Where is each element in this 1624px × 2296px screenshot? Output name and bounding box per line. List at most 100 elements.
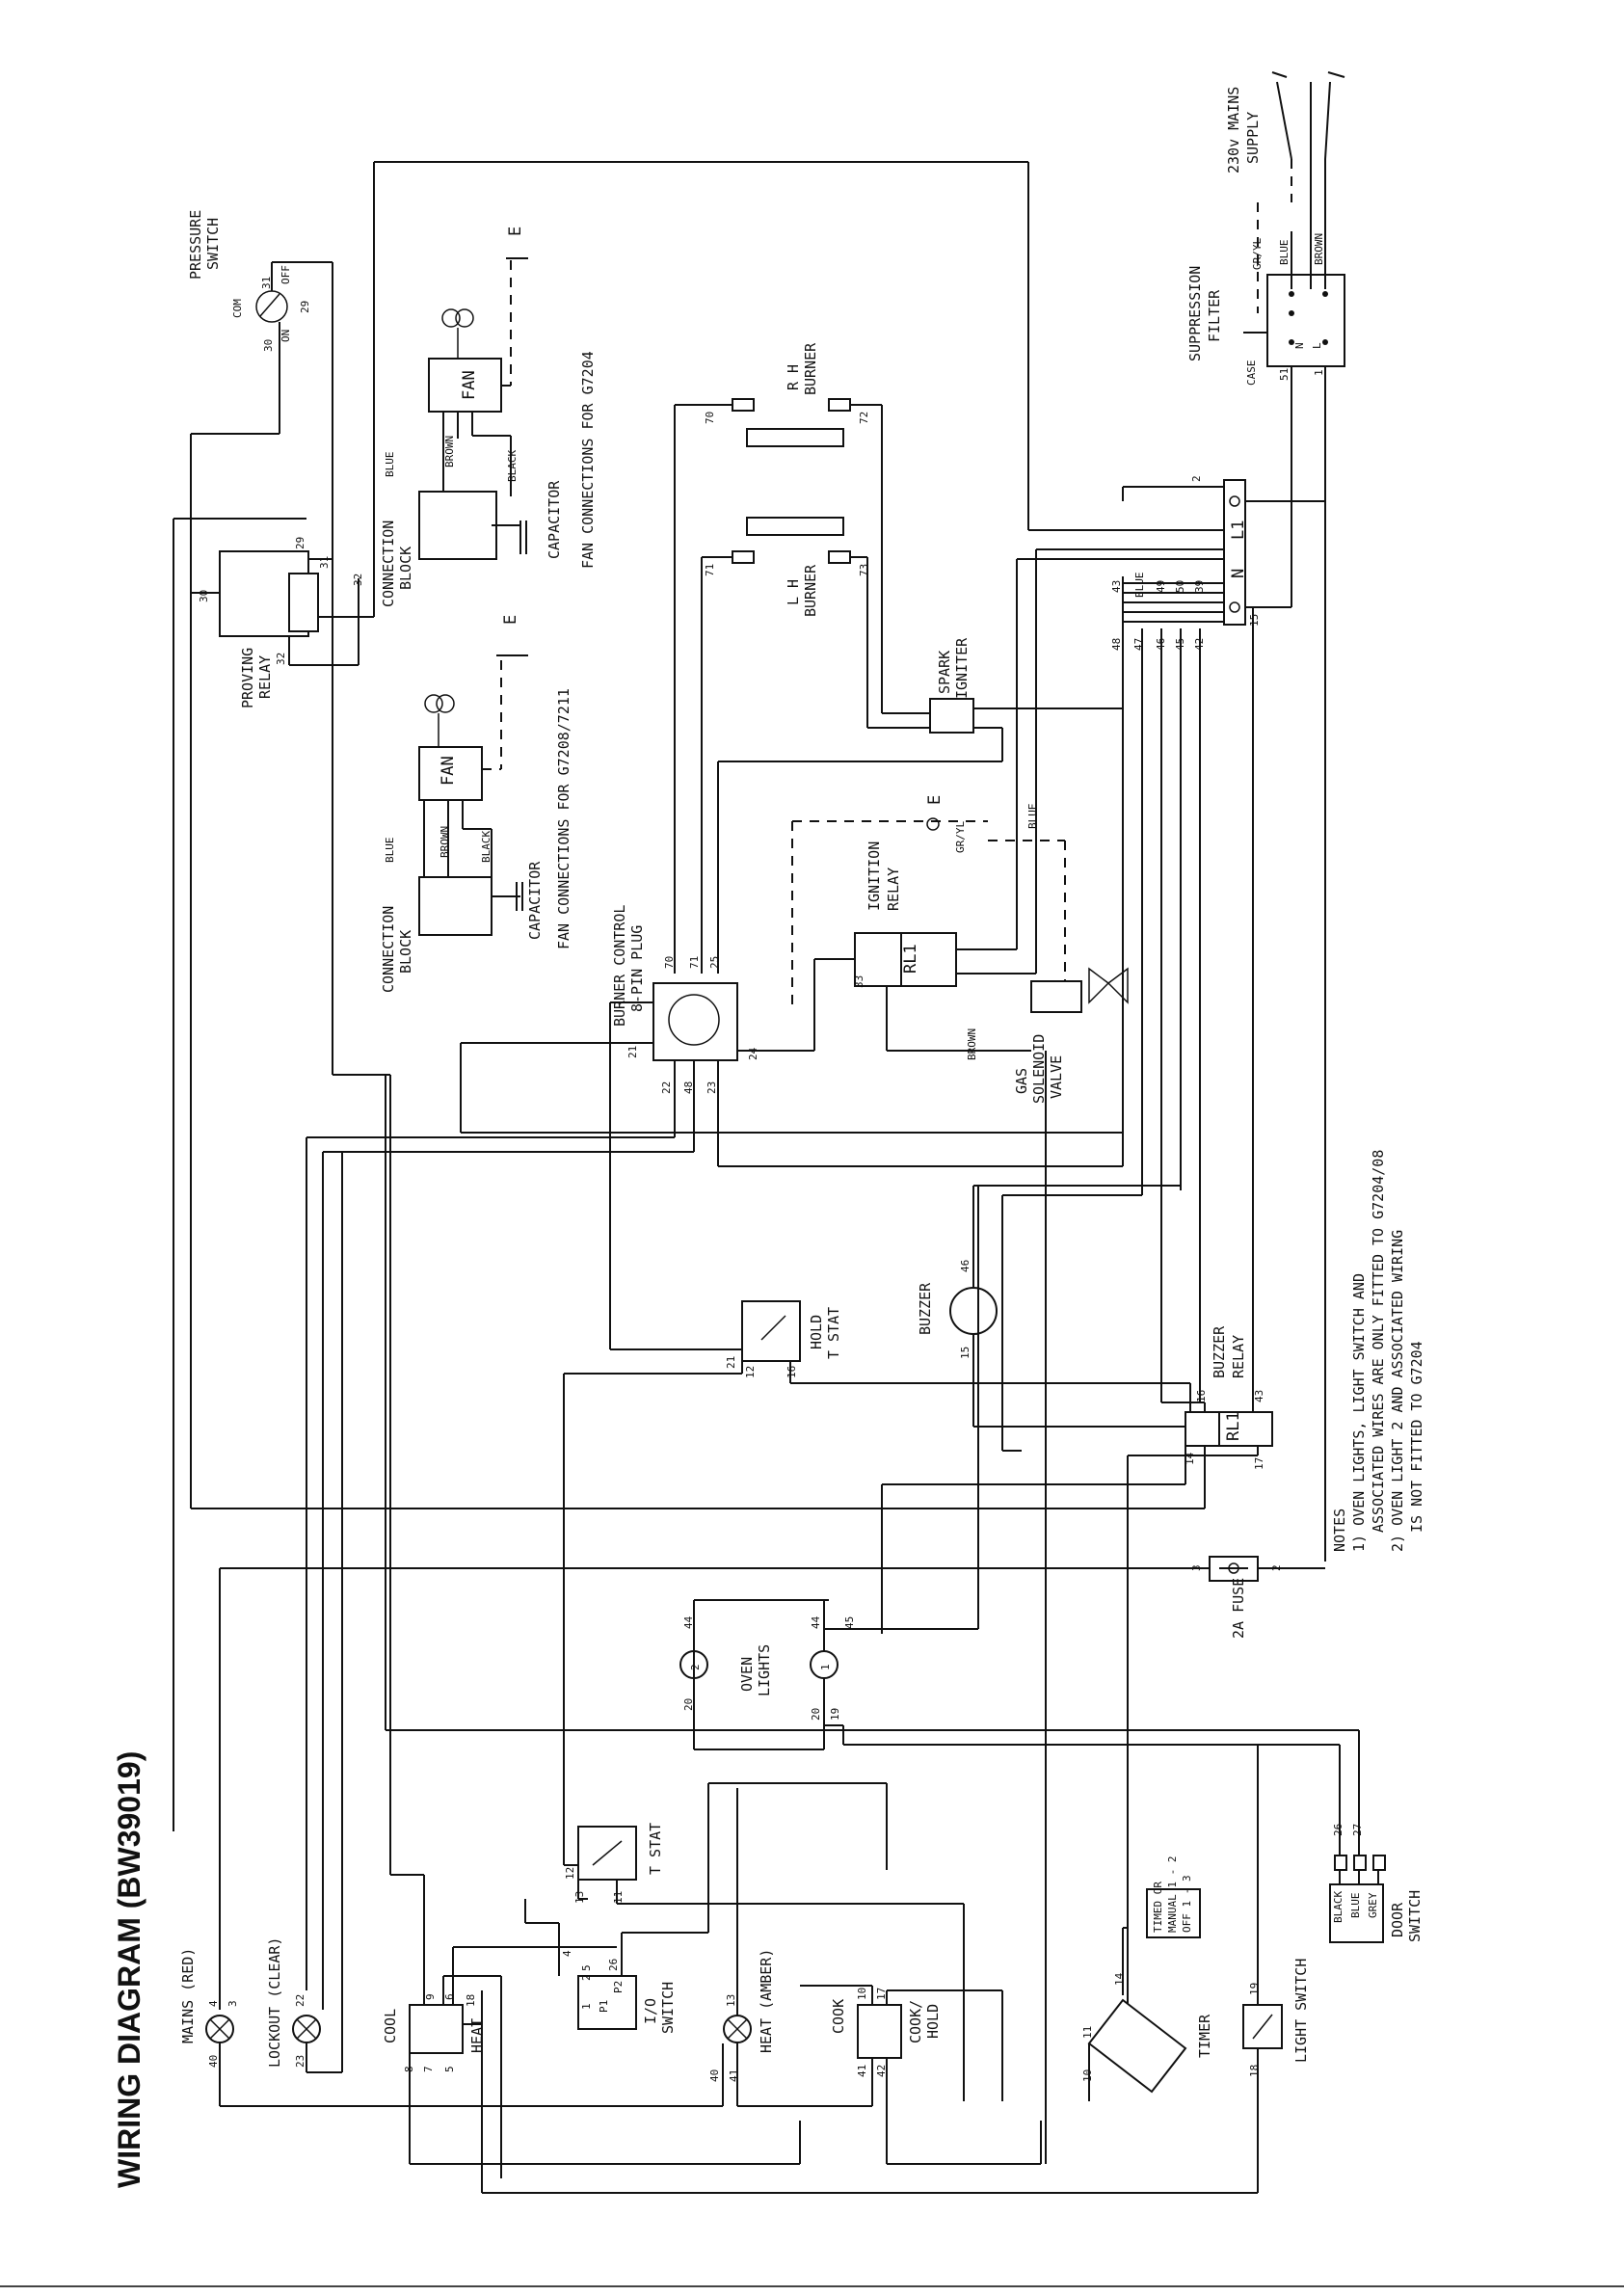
pressure-switch-label-2: SWITCH	[204, 218, 222, 270]
on-label: ON	[280, 330, 292, 342]
blue-fan2-label: BLUE	[384, 838, 396, 864]
mains-supply-label-2: SUPPLY	[1244, 112, 1262, 164]
bulb-2: 2	[689, 1664, 702, 1670]
wire-31-pr: 31	[318, 556, 331, 569]
gr-yl-label: GR/YL	[1251, 238, 1264, 270]
wire-72: 72	[858, 412, 870, 424]
wire-46-bz: 46	[959, 1260, 972, 1272]
filter-n-label: N	[1293, 342, 1306, 349]
wire-10-ck: 10	[856, 1988, 868, 2000]
wire-22: 22	[660, 1081, 673, 1094]
wire-4-lamp: 4	[207, 2000, 220, 2007]
io-2: 2	[580, 1974, 593, 1981]
wire-3-lamp: 3	[226, 2000, 239, 2007]
timer-note-2: MANUAL 1 - 2	[1166, 1856, 1179, 1933]
notes-line-4: IS NOT FITTED TO G7204	[1408, 1341, 1425, 1533]
heat-label: HEAT	[468, 2018, 486, 2053]
wire-26-io: 26	[607, 1959, 620, 1971]
blue-ign-label: BLUE	[1026, 804, 1039, 830]
terminal-block: L1 N 2 15 43 BLUE 49 50 39 48 47 46 45 4…	[1110, 453, 1326, 651]
tstat-label: T STAT	[647, 1823, 664, 1875]
buzzer-relay-label-2: RELAY	[1230, 1335, 1247, 1378]
wire-42-ck: 42	[875, 2065, 888, 2077]
buzzer-relay: RL1 16 43 17 14 BUZZER RELAY	[881, 1171, 1273, 2015]
wire-32-pr: 32	[352, 574, 364, 586]
hold-tstat: 21 12 16 HOLD T STAT	[563, 1300, 1190, 1865]
burner-control-label-2: 8-PIN PLUG	[628, 925, 646, 1012]
brown-fan2-label: BROWN	[439, 826, 451, 858]
ignition-relay-label: IGNITION	[865, 841, 883, 911]
wire-6: 6	[443, 1993, 456, 2000]
wire-71: 71	[704, 564, 716, 576]
wire-17-br: 17	[1253, 1457, 1265, 1470]
diagram-title: WIRING DIAGRAM (BW39019)	[112, 1751, 146, 2188]
wire-30: 30	[262, 339, 275, 352]
wire-5-io: 5	[580, 1964, 593, 1971]
spark-igniter: SPARK IGNITER	[717, 637, 1123, 974]
wire-71-bc: 71	[688, 956, 701, 969]
buzzer: 46 15 BUZZER	[917, 1185, 1185, 1428]
wire-8: 8	[403, 2066, 415, 2072]
tstat: 12 13 11 T STAT	[564, 1823, 965, 2101]
lh-burner-label-2: BURNER	[802, 564, 819, 617]
bottom-rule	[0, 2285, 1624, 2287]
io-switch: 1 2 P1 P2 5 26 4 I/O SWITCH	[452, 1783, 709, 2034]
wire-44: 44	[682, 1615, 695, 1629]
wire-18-ls: 18	[1248, 2065, 1261, 2077]
timer-label: TIMER	[1196, 2014, 1213, 2058]
rl1-bz-label: RL1	[1224, 1411, 1243, 1441]
wire-44-b: 44	[810, 1615, 822, 1629]
wire-43: 43	[1110, 580, 1123, 593]
return-wires	[190, 559, 1206, 2164]
wire-3-fuse: 3	[1190, 1564, 1203, 1571]
notes-heading: NOTES	[1331, 1508, 1348, 1552]
wire-13-ts: 13	[573, 1891, 586, 1904]
wire-16-ht: 16	[785, 1366, 798, 1378]
cool-heat-switch: 9 6 8 7 5 18 COOL HEAT	[382, 1075, 1258, 2194]
cook-hold-label-2: HOLD	[924, 2004, 942, 2039]
black-fan-label: BLACK	[506, 450, 519, 482]
brown-fan-label: BROWN	[443, 436, 456, 467]
wire-73: 73	[858, 564, 870, 576]
wire-21: 21	[626, 1046, 639, 1058]
filter-l-label: L	[1311, 342, 1323, 349]
wire-22-lamp: 22	[294, 1994, 306, 2007]
oven-lights-label-2: LIGHTS	[756, 1644, 773, 1696]
wire-25: 25	[708, 956, 721, 969]
bulb-1: 1	[819, 1664, 832, 1670]
wire-18-ch: 18	[465, 1994, 477, 2007]
pressure-switch-label: PRESSURE	[187, 210, 204, 280]
cook-hold-switch: 10 17 41 42 COOK COOK/ HOLD	[708, 1782, 1042, 2165]
gas-valve-label-3: VALVE	[1048, 1055, 1065, 1099]
wire-2-fuse: 2	[1270, 1564, 1283, 1571]
wire-15-bz: 15	[959, 1347, 972, 1359]
wire-2: 2	[1190, 475, 1203, 482]
cook-label: COOK	[830, 1999, 847, 2034]
io-switch-label: I/O	[642, 1998, 659, 2024]
wire-41-amber: 41	[728, 2069, 740, 2082]
lh-burner-label: L H	[785, 579, 802, 605]
hold-tstat-label-2: T STAT	[825, 1307, 842, 1359]
wire-29-ps: 29	[299, 301, 311, 313]
wire-1: 1	[1313, 369, 1325, 376]
door-switch-label-2: SWITCH	[1406, 1890, 1424, 1942]
io-1: 1	[580, 2003, 593, 2010]
blue-label: BLUE	[1278, 240, 1291, 266]
notes-line-3: 2) OVEN LIGHT 2 AND ASSOCIATED WIRING	[1389, 1230, 1406, 1552]
fuse: 3 2 2A FUSE	[219, 1556, 1325, 2010]
pressure-switch: COM ON OFF 30 31 29 PRESSURE SWITCH	[187, 210, 333, 583]
wire-19-ls: 19	[1248, 1983, 1261, 1995]
wire-70-bc: 70	[663, 956, 676, 969]
wire-41-ck: 41	[856, 2065, 868, 2077]
wire-14-br: 14	[1184, 1452, 1196, 1465]
wire-12-ts: 12	[564, 1867, 576, 1880]
wire-32-pr-b: 32	[275, 653, 287, 665]
blue-fan-label: BLUE	[384, 452, 396, 478]
timer: TIMED OR MANUAL 1 - 2 OFF 1 - 3 14 11 10…	[1081, 1856, 1213, 2101]
oven-lights-label: OVEN	[738, 1657, 756, 1692]
wire-40-amber: 40	[708, 2069, 721, 2082]
oven-lights: 2 1 44 20 44 45 20 19 OVEN LIGHTS	[679, 1186, 1259, 2010]
wire-20: 20	[682, 1698, 695, 1711]
wire-33: 33	[853, 975, 865, 988]
